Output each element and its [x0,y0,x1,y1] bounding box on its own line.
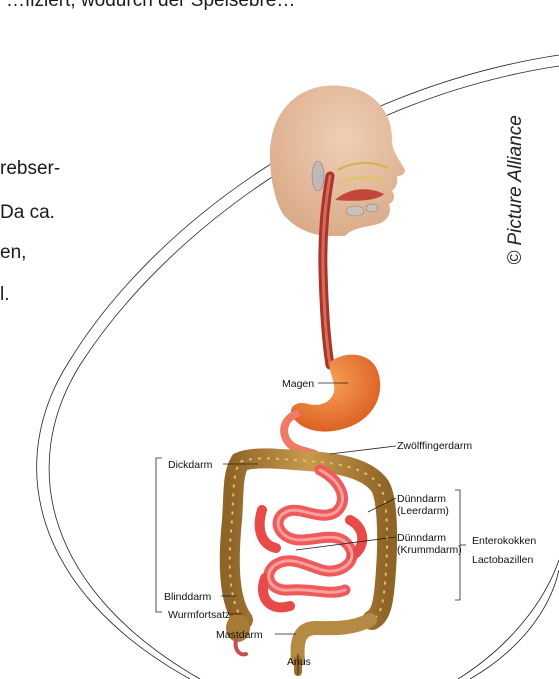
label-zwoelffingerdarm: Zwölffingerdarm [397,440,472,452]
label-blinddarm: Blinddarm [164,591,212,603]
salivary-gland-2 [346,206,364,216]
label-magen: Magen [282,378,314,390]
salivary-gland-3 [366,204,378,212]
label-wurmfortsatz: Wurmfortsatz [168,609,230,621]
label-duenndarm-leerdarm-2: (Leerdarm) [397,505,449,517]
label-duenndarm-leerdarm-1: Dünndarm [397,493,446,505]
label-lactobazillen: Lactobazillen [472,554,533,566]
label-duenndarm-krummdarm-1: Dünndarm [397,532,446,544]
label-anus: Anus [287,656,311,668]
label-enterokokken: Enterokokken [472,535,536,547]
salivary-gland [312,161,324,191]
label-mastdarm: Mastdarm [216,629,263,641]
label-duenndarm-krummdarm-2: (Krummdarm) [397,544,462,556]
label-dickdarm: Dickdarm [168,459,213,471]
image-credit: © Picture Alliance [505,115,527,265]
